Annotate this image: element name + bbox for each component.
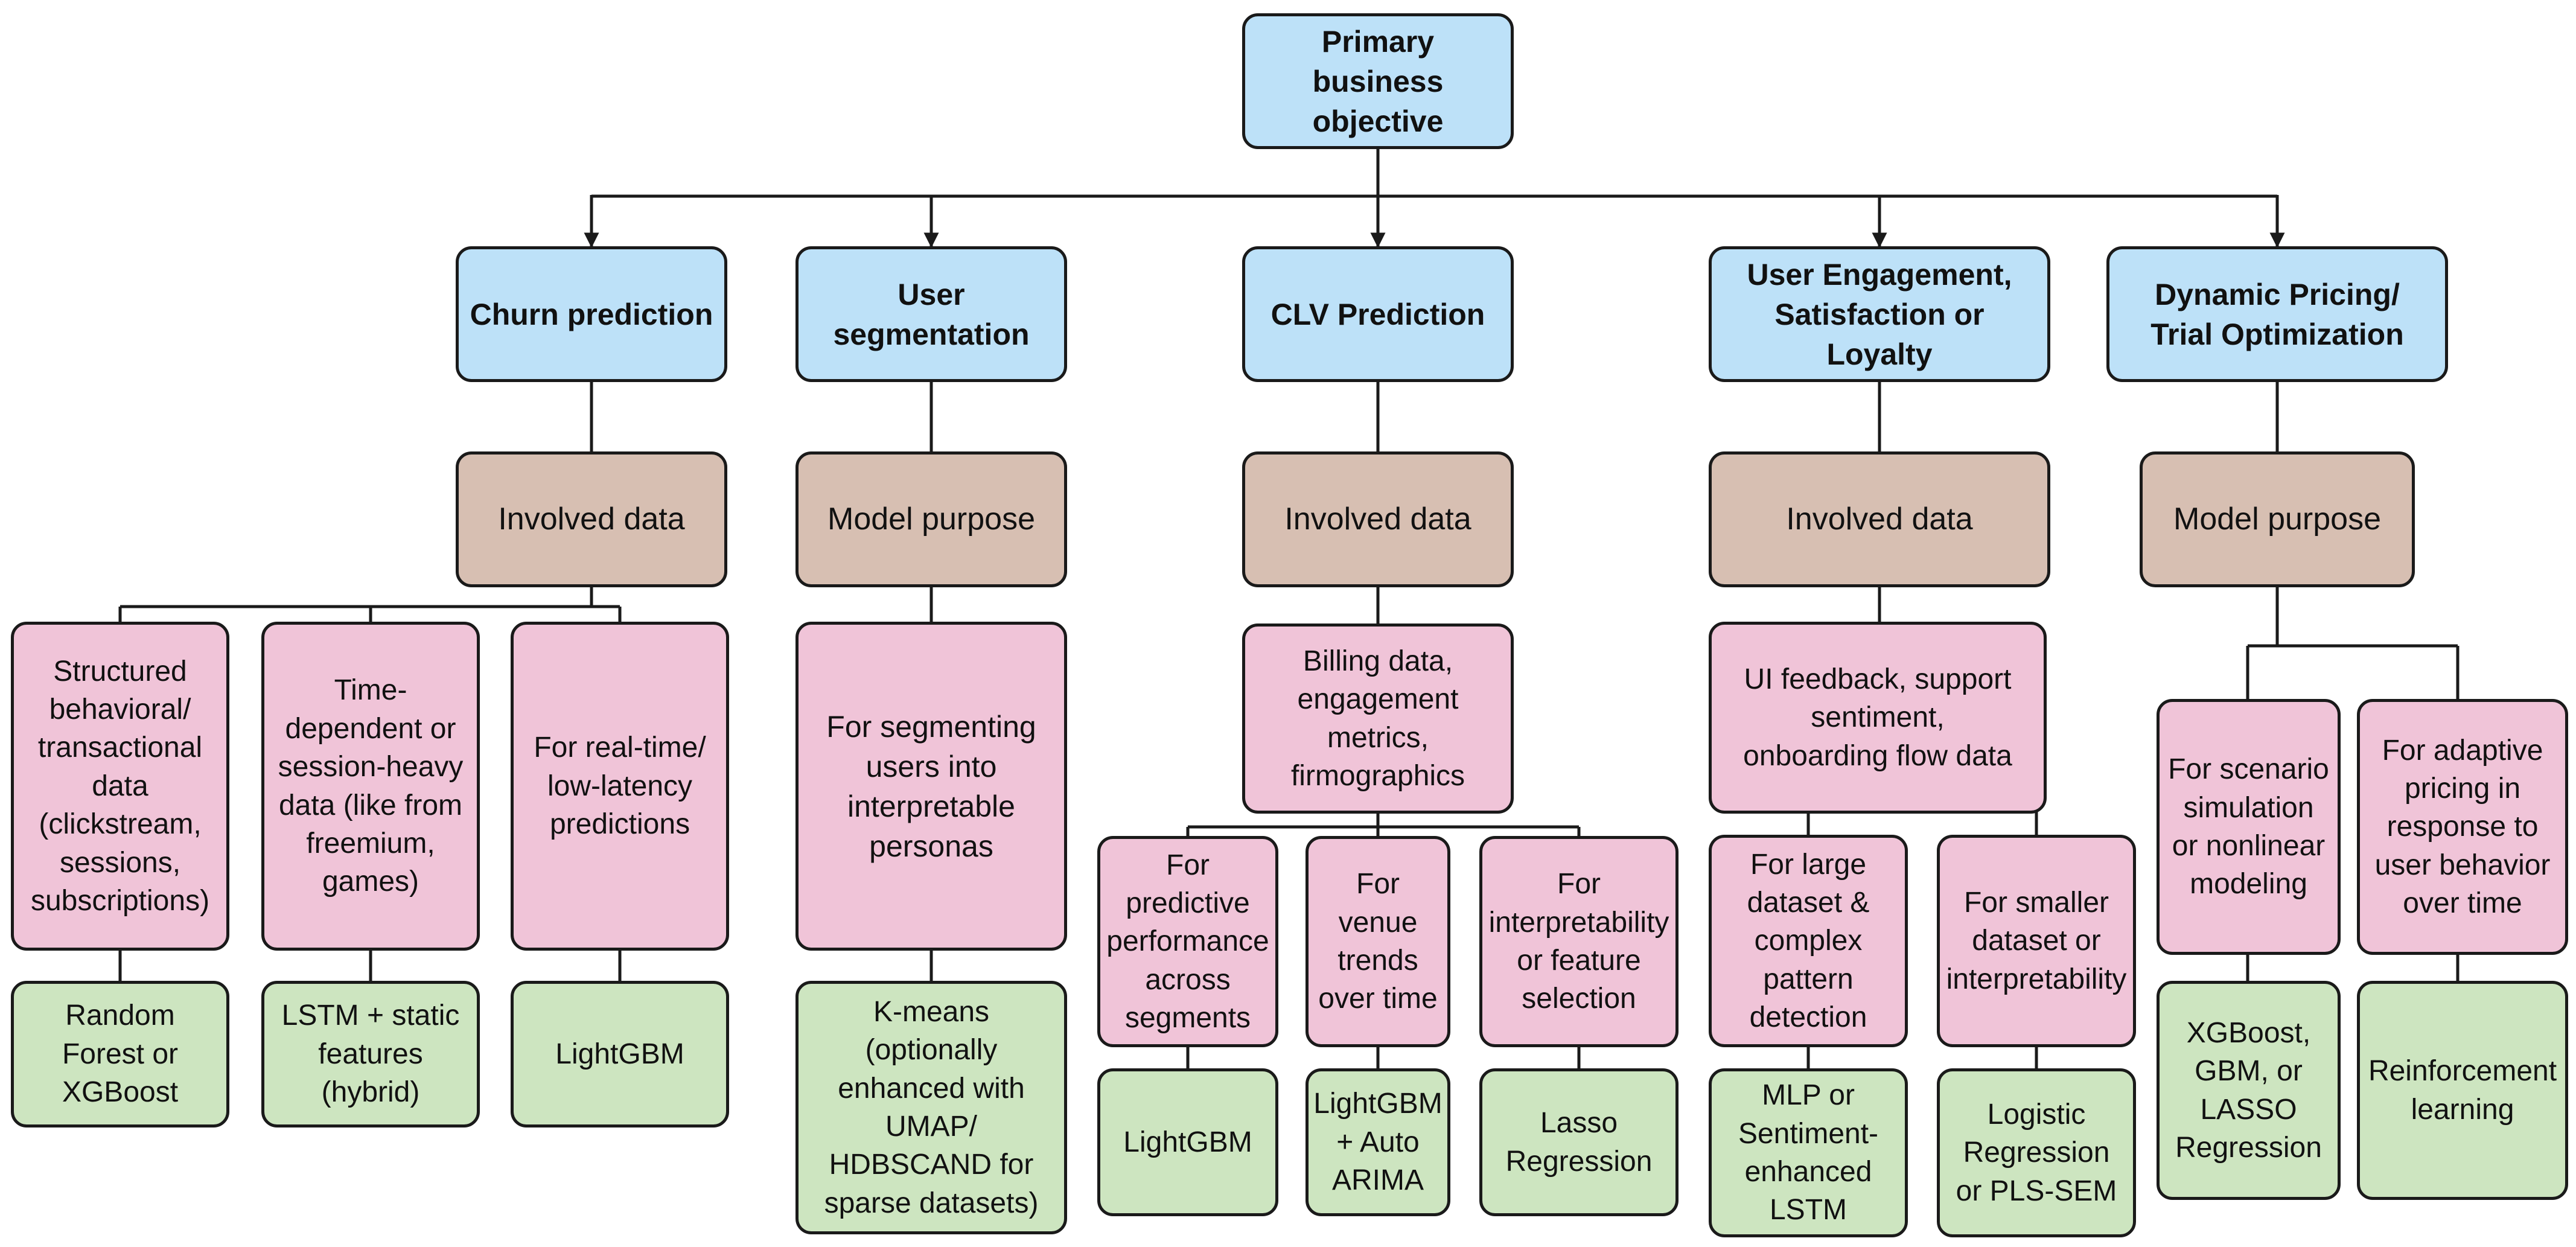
condition-real-time: For real-time/ low-latency predictions bbox=[511, 622, 729, 951]
model-lstm-hybrid: LSTM + static features (hybrid) bbox=[261, 981, 480, 1127]
condition-label: For smaller dataset or interpretability bbox=[1946, 886, 2127, 995]
condition-label: For large dataset & complex pattern dete… bbox=[1747, 848, 1870, 1034]
objective-label: Churn prediction bbox=[470, 297, 713, 331]
model-reinforcement-learning: Reinforcement learning bbox=[2357, 981, 2568, 1200]
condition-time-dependent-data: Time-dependent or session-heavy data (li… bbox=[261, 622, 480, 951]
criterion-label: Model purpose bbox=[2173, 502, 2381, 537]
model-label: LSTM + static features (hybrid) bbox=[281, 1000, 460, 1109]
condition-smaller-dataset: For smaller dataset or interpretability bbox=[1937, 835, 2136, 1047]
model-label: Logistic Regression or PLS-SEM bbox=[1956, 1098, 2117, 1207]
model-label: MLP or Sentiment-enhanced LSTM bbox=[1738, 1079, 1879, 1226]
model-lasso: Lasso Regression bbox=[1479, 1068, 1679, 1216]
criterion-clv: Involved data bbox=[1242, 451, 1514, 587]
objective-label: Dynamic Pricing/ Trial Optimization bbox=[2150, 277, 2404, 351]
condition-label: For scenario simulation or nonlinear mod… bbox=[2168, 753, 2329, 901]
condition-interpretability: For interpretability or feature selectio… bbox=[1479, 836, 1679, 1047]
model-mlp-lstm: MLP or Sentiment-enhanced LSTM bbox=[1709, 1068, 1908, 1237]
condition-large-dataset: For large dataset & complex pattern dete… bbox=[1709, 835, 1908, 1047]
model-kmeans: K-means (optionally enhanced with UMAP/ … bbox=[795, 981, 1067, 1234]
objective-user-segmentation: User segmentation bbox=[795, 246, 1067, 382]
model-label: Random Forest or XGBoost bbox=[62, 1000, 179, 1109]
condition-label: For predictive performance across segmen… bbox=[1106, 849, 1269, 1035]
condition-label: For venue trends over time bbox=[1318, 868, 1438, 1015]
condition-label: For segmenting users into interpretable … bbox=[826, 709, 1036, 863]
criterion-label: Model purpose bbox=[827, 502, 1035, 537]
condition-venue-trends: For venue trends over time bbox=[1306, 836, 1450, 1047]
objective-user-engagement: User Engagement, Satisfaction or Loyalty bbox=[1709, 246, 2050, 382]
condition-segmenting-personas: For segmenting users into interpretable … bbox=[795, 622, 1067, 951]
condition-adaptive-pricing: For adaptive pricing in response to user… bbox=[2357, 699, 2568, 955]
criterion-label: Involved data bbox=[1284, 502, 1471, 537]
condition-label: For real-time/ low-latency predictions bbox=[534, 732, 706, 841]
criterion-label: Involved data bbox=[498, 502, 685, 537]
model-lightgbm: LightGBM bbox=[511, 981, 729, 1127]
model-logistic-pls: Logistic Regression or PLS-SEM bbox=[1937, 1068, 2136, 1237]
model-lightgbm-arima: LightGBM + Auto ARIMA bbox=[1306, 1068, 1450, 1216]
data-label: Billing data, engagement metrics, firmog… bbox=[1290, 645, 1465, 792]
condition-label: For adaptive pricing in response to user… bbox=[2374, 734, 2551, 920]
criterion-label: Involved data bbox=[1786, 502, 1973, 537]
model-label: LightGBM + Auto ARIMA bbox=[1313, 1088, 1443, 1197]
model-xgboost-gbm-lasso: XGBoost, GBM, or LASSO Regression bbox=[2157, 981, 2341, 1200]
objective-label: CLV Prediction bbox=[1270, 297, 1485, 331]
model-label: LightGBM bbox=[555, 1038, 684, 1070]
root-node: Primary business objective bbox=[1242, 13, 1514, 149]
condition-label: Structured behavioral/ transactional dat… bbox=[30, 655, 210, 917]
model-clv-lightgbm: LightGBM bbox=[1097, 1068, 1278, 1216]
root-label: Primary business objective bbox=[1312, 24, 1444, 138]
objective-churn-prediction: Churn prediction bbox=[456, 246, 727, 382]
condition-structured-data: Structured behavioral/ transactional dat… bbox=[11, 622, 229, 951]
data-ui-feedback: UI feedback, support sentiment, onboardi… bbox=[1709, 622, 2047, 814]
condition-scenario-simulation: For scenario simulation or nonlinear mod… bbox=[2157, 699, 2341, 955]
objective-dynamic-pricing: Dynamic Pricing/ Trial Optimization bbox=[2106, 246, 2448, 382]
model-label: LightGBM bbox=[1123, 1126, 1252, 1158]
model-label: Reinforcement learning bbox=[2368, 1055, 2557, 1126]
objective-clv-prediction: CLV Prediction bbox=[1242, 246, 1514, 382]
condition-label: Time-dependent or session-heavy data (li… bbox=[278, 674, 464, 898]
objective-label: User segmentation bbox=[833, 277, 1030, 351]
objective-label: User Engagement, Satisfaction or Loyalty bbox=[1747, 257, 2012, 371]
model-random-forest: Random Forest or XGBoost bbox=[11, 981, 229, 1127]
criterion-pricing: Model purpose bbox=[2140, 451, 2415, 587]
data-billing-engagement: Billing data, engagement metrics, firmog… bbox=[1242, 624, 1514, 814]
criterion-churn: Involved data bbox=[456, 451, 727, 587]
model-label: XGBoost, GBM, or LASSO Regression bbox=[2175, 1016, 2322, 1164]
condition-predictive-performance: For predictive performance across segmen… bbox=[1097, 836, 1278, 1047]
model-label: K-means (optionally enhanced with UMAP/ … bbox=[824, 995, 1039, 1219]
model-label: Lasso Regression bbox=[1505, 1107, 1653, 1178]
condition-label: For interpretability or feature selectio… bbox=[1488, 868, 1669, 1015]
data-label: UI feedback, support sentiment, onboardi… bbox=[1743, 663, 2012, 772]
criterion-engagement: Involved data bbox=[1709, 451, 2050, 587]
criterion-segmentation: Model purpose bbox=[795, 451, 1067, 587]
